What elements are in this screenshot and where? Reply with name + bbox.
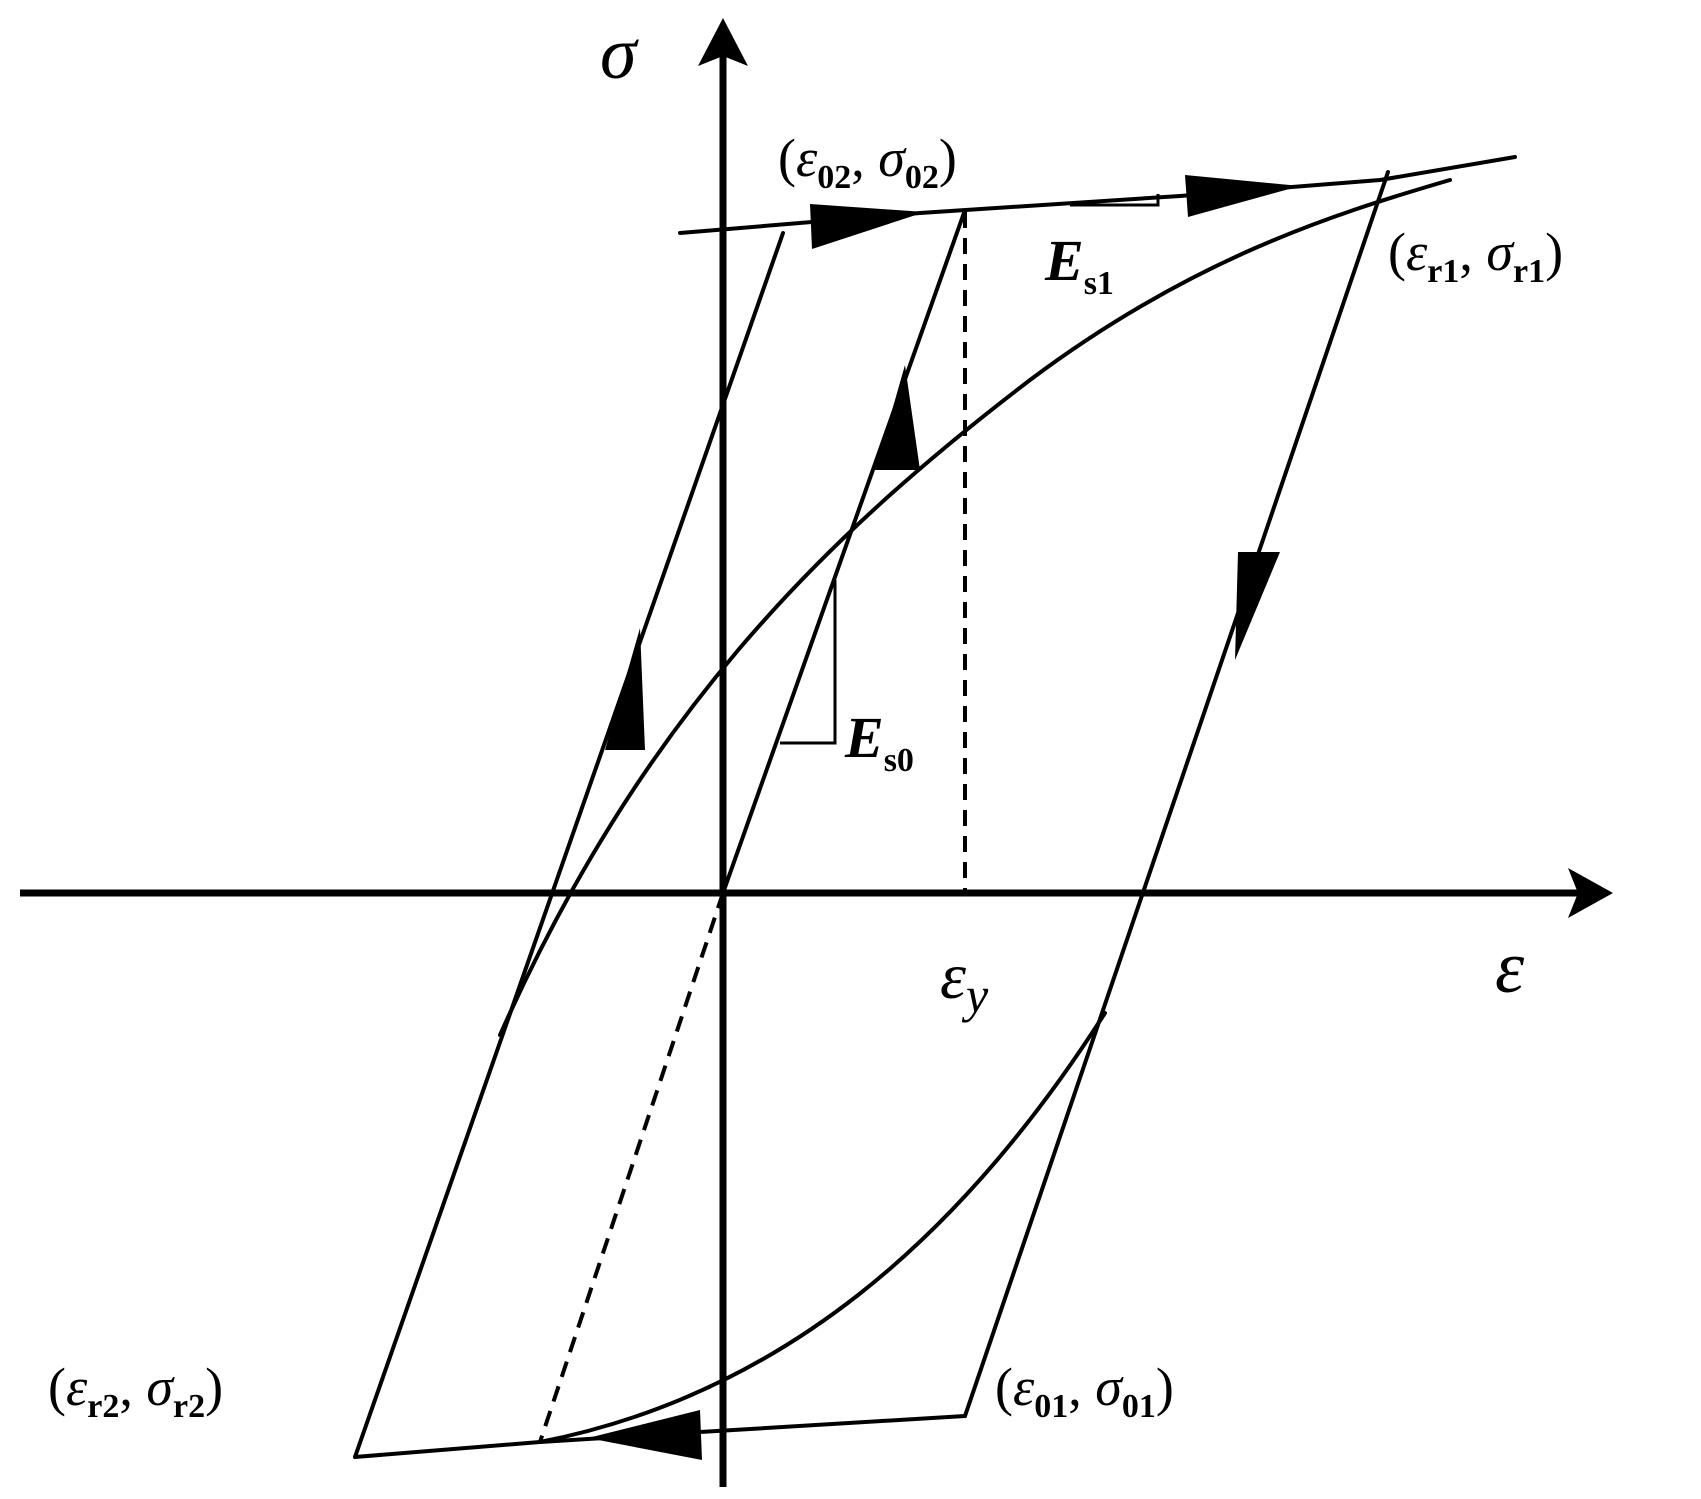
es1-slope-triangle <box>1070 194 1160 207</box>
es0-label: Es0 <box>844 705 914 779</box>
point-label-er2-sr2: (εr2, σr2) <box>48 1357 223 1425</box>
arrow-upper-hardening-1 <box>810 204 925 249</box>
initial-elastic-extension-dashed <box>538 892 725 1443</box>
x-axis-label: ε <box>1495 927 1525 1009</box>
unloading-line-right <box>963 170 1390 1418</box>
es1-label: Es1 <box>1044 228 1114 302</box>
x-axis-arrowhead <box>1568 868 1613 918</box>
axes: σ ε <box>20 13 1613 1487</box>
lower-transition-curve <box>538 1011 1107 1444</box>
arrow-reloading-left <box>605 628 645 750</box>
yield-strain-label: εy <box>940 940 989 1023</box>
direction-arrows <box>588 175 1300 1460</box>
point-label-e02-s02: (ε02, σ02) <box>778 128 957 196</box>
reloading-line-left <box>353 231 785 1459</box>
initial-elastic-line <box>721 208 967 895</box>
upper-transition-curve <box>498 178 1452 1037</box>
arrow-unloading <box>1235 552 1280 660</box>
point-label-e01-s01: (ε01, σ01) <box>995 1357 1174 1425</box>
arrow-lower-hardening <box>588 1410 702 1460</box>
y-axis-label: σ <box>600 13 639 95</box>
point-label-er1-sr1: (εr1, σr1) <box>1388 222 1563 290</box>
y-axis-arrowhead <box>698 18 748 66</box>
es0-slope-triangle <box>780 580 837 745</box>
arrow-initial-elastic <box>875 365 920 470</box>
arrow-upper-hardening-2 <box>1185 175 1300 217</box>
